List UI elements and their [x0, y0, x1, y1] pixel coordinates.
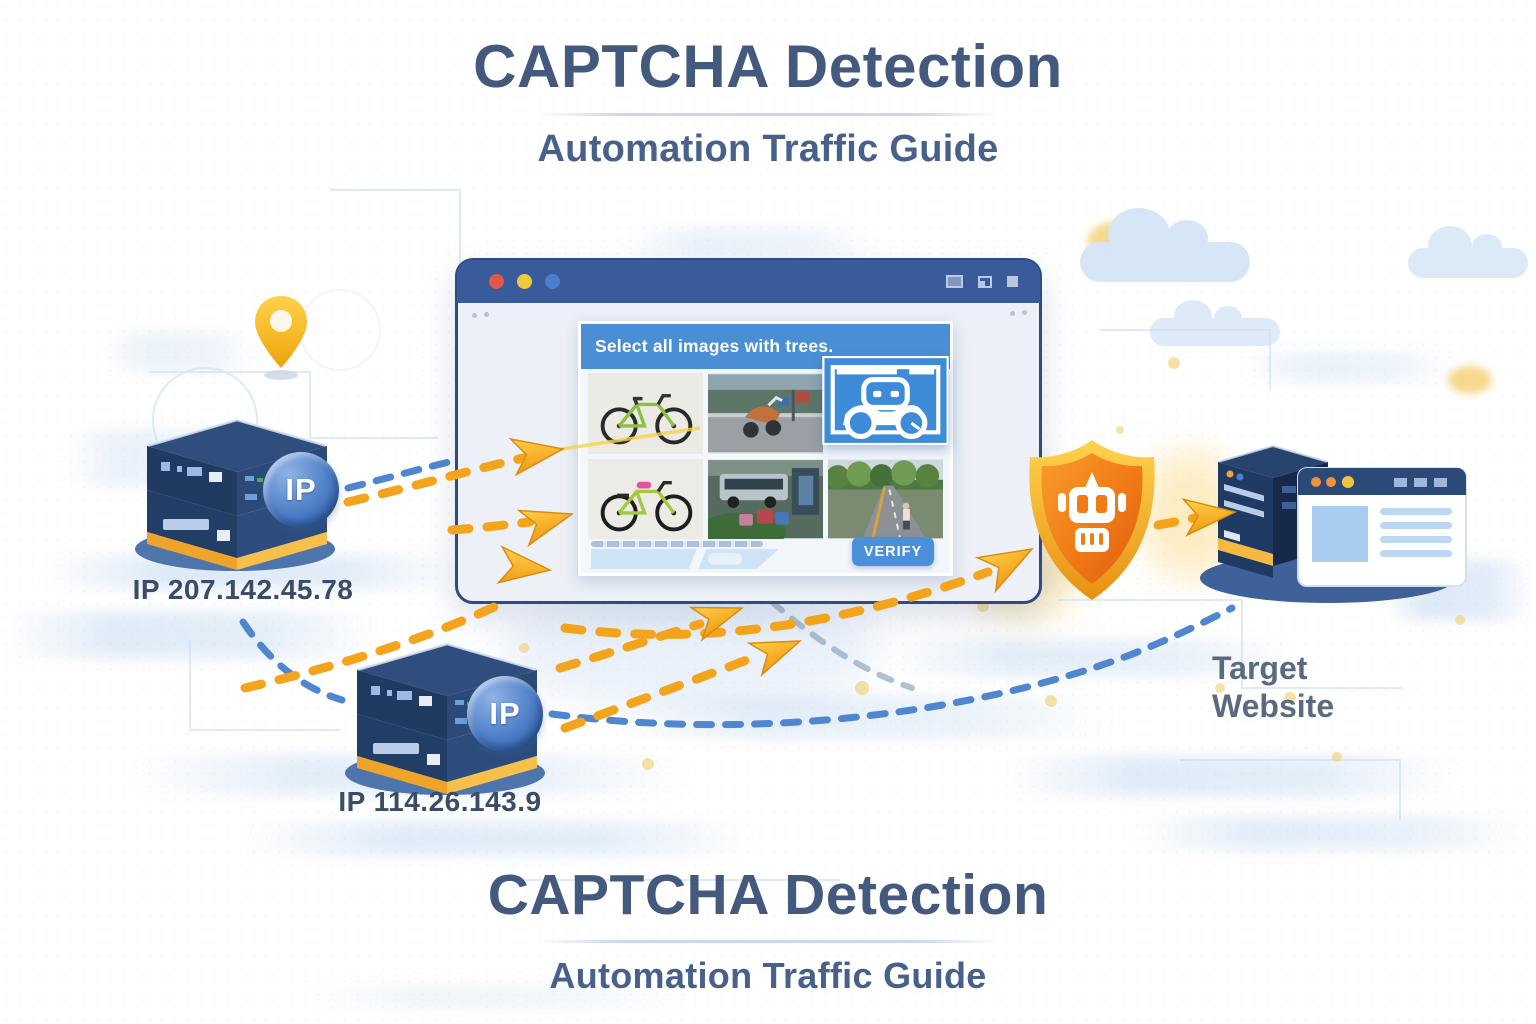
- captcha-tile-street-bus[interactable]: [708, 458, 823, 539]
- watercolor-blob: [500, 590, 880, 710]
- page-subtitle: Automation Traffic Guide: [537, 128, 999, 170]
- captcha-tile-pink-bicycle[interactable]: [588, 458, 703, 539]
- verify-button[interactable]: VERIFY: [852, 537, 934, 566]
- close-button[interactable]: [489, 274, 504, 289]
- captcha-browser-window: Select all images with trees.: [455, 258, 1042, 604]
- captcha-progress-bar: [591, 549, 779, 569]
- watercolor-wash: [300, 985, 700, 1009]
- footer-title-divider: [537, 940, 999, 943]
- watercolor-wash: [880, 640, 1300, 676]
- target-website-label: Target Website: [1212, 650, 1334, 726]
- traffic-light-buttons: [489, 274, 560, 289]
- watercolor-wash: [1240, 352, 1460, 382]
- footer-title: CAPTCHA Detection: [487, 863, 1049, 927]
- window-restore-icon[interactable]: [978, 275, 992, 288]
- ip-badge-1-text: IP: [285, 472, 317, 507]
- captcha-image-grid: [588, 355, 949, 539]
- ip-badge-2: IP: [467, 676, 543, 752]
- footer-title-block: CAPTCHA Detection Automation Traffic Gui…: [0, 862, 1536, 997]
- watercolor-wash: [620, 228, 880, 258]
- ip-badge-2-text: IP: [489, 696, 521, 731]
- cloud: [1408, 226, 1528, 278]
- watercolor-wash: [100, 332, 260, 372]
- location-pin-icon: [255, 296, 307, 380]
- captcha-panel: Select all images with trees.: [578, 321, 953, 576]
- watercolor-wash: [240, 822, 760, 856]
- robot-shield-icon: [1029, 440, 1155, 600]
- ip-badge-1: IP: [263, 452, 339, 528]
- proxy-2-ip-address: IP 114.26.143.9: [338, 786, 542, 817]
- footer-subtitle: Automation Traffic Guide: [549, 955, 987, 996]
- header-title-block: CAPTCHA Detection Automation Traffic Gui…: [0, 32, 1536, 171]
- title-divider: [537, 113, 999, 116]
- cloud: [1080, 208, 1250, 282]
- captcha-tile-car-selected[interactable]: [822, 355, 949, 445]
- captcha-fineprint-text: [591, 541, 763, 547]
- captcha-tile-green-bicycle[interactable]: [588, 373, 703, 454]
- target-website-icon: [1200, 444, 1467, 603]
- captcha-prompt: Select all images with trees.: [595, 336, 834, 356]
- target-label-line1: Target: [1212, 650, 1308, 686]
- browser-title-bar: [457, 260, 1040, 303]
- sketch-dot: [472, 313, 477, 318]
- page-title: CAPTCHA Detection: [473, 33, 1063, 100]
- window-minimize-icon[interactable]: [1007, 276, 1018, 287]
- proxy-1-ip-address: IP 207.142.45.78: [132, 574, 354, 605]
- captcha-footer: VERIFY: [581, 533, 950, 573]
- sketch-dot: [484, 312, 489, 317]
- captcha-tile-road-trees[interactable]: [828, 458, 943, 539]
- minimize-button[interactable]: [517, 274, 532, 289]
- window-maximize-icon[interactable]: [946, 275, 963, 288]
- sketch-dot: [1010, 311, 1015, 316]
- sketch-dot: [1022, 310, 1027, 315]
- target-label-line2: Website: [1212, 687, 1335, 724]
- zoom-button[interactable]: [545, 274, 560, 289]
- window-controls: [946, 275, 1018, 288]
- cloud-sun-patch: [1448, 366, 1492, 394]
- captcha-tile-street-motorbike[interactable]: [708, 373, 823, 454]
- watercolor-wash: [1130, 816, 1530, 850]
- watercolor-wash: [1000, 756, 1460, 796]
- cloud: [1150, 300, 1280, 346]
